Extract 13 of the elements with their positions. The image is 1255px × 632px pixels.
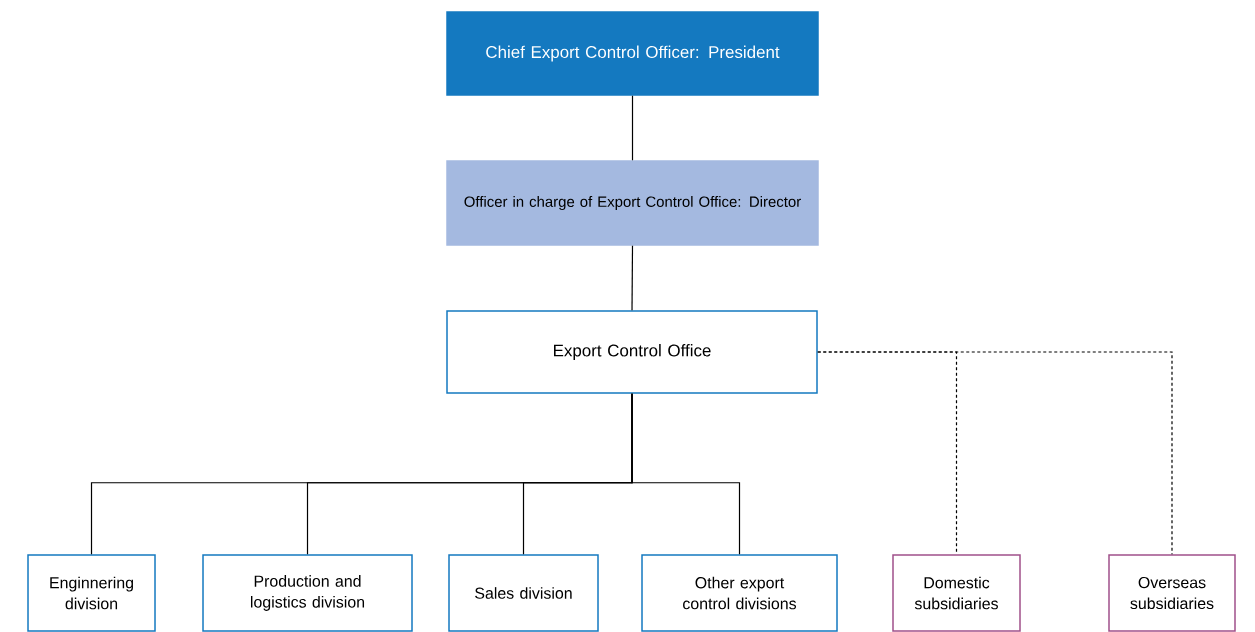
division-box: Production and logistics division (202, 554, 413, 632)
division-box: Other export control divisions (641, 554, 838, 632)
subsidiary-box: Domestic subsidiaries (892, 554, 1021, 632)
division-box: Enginnering division (27, 554, 156, 632)
division-box: Sales division (448, 554, 599, 632)
connector-line (631, 95, 634, 161)
subsidiary-box: Overseas subsidiaries (1108, 554, 1236, 632)
officer-box: Officer in charge of Export Control Office: Director (446, 160, 819, 246)
connector-line (817, 351, 1173, 555)
office-box: Export Control Office (446, 310, 818, 394)
officer-box: Chief Export Control Officer: President (446, 11, 819, 96)
connector-line (631, 393, 741, 555)
connector-line (631, 245, 634, 311)
